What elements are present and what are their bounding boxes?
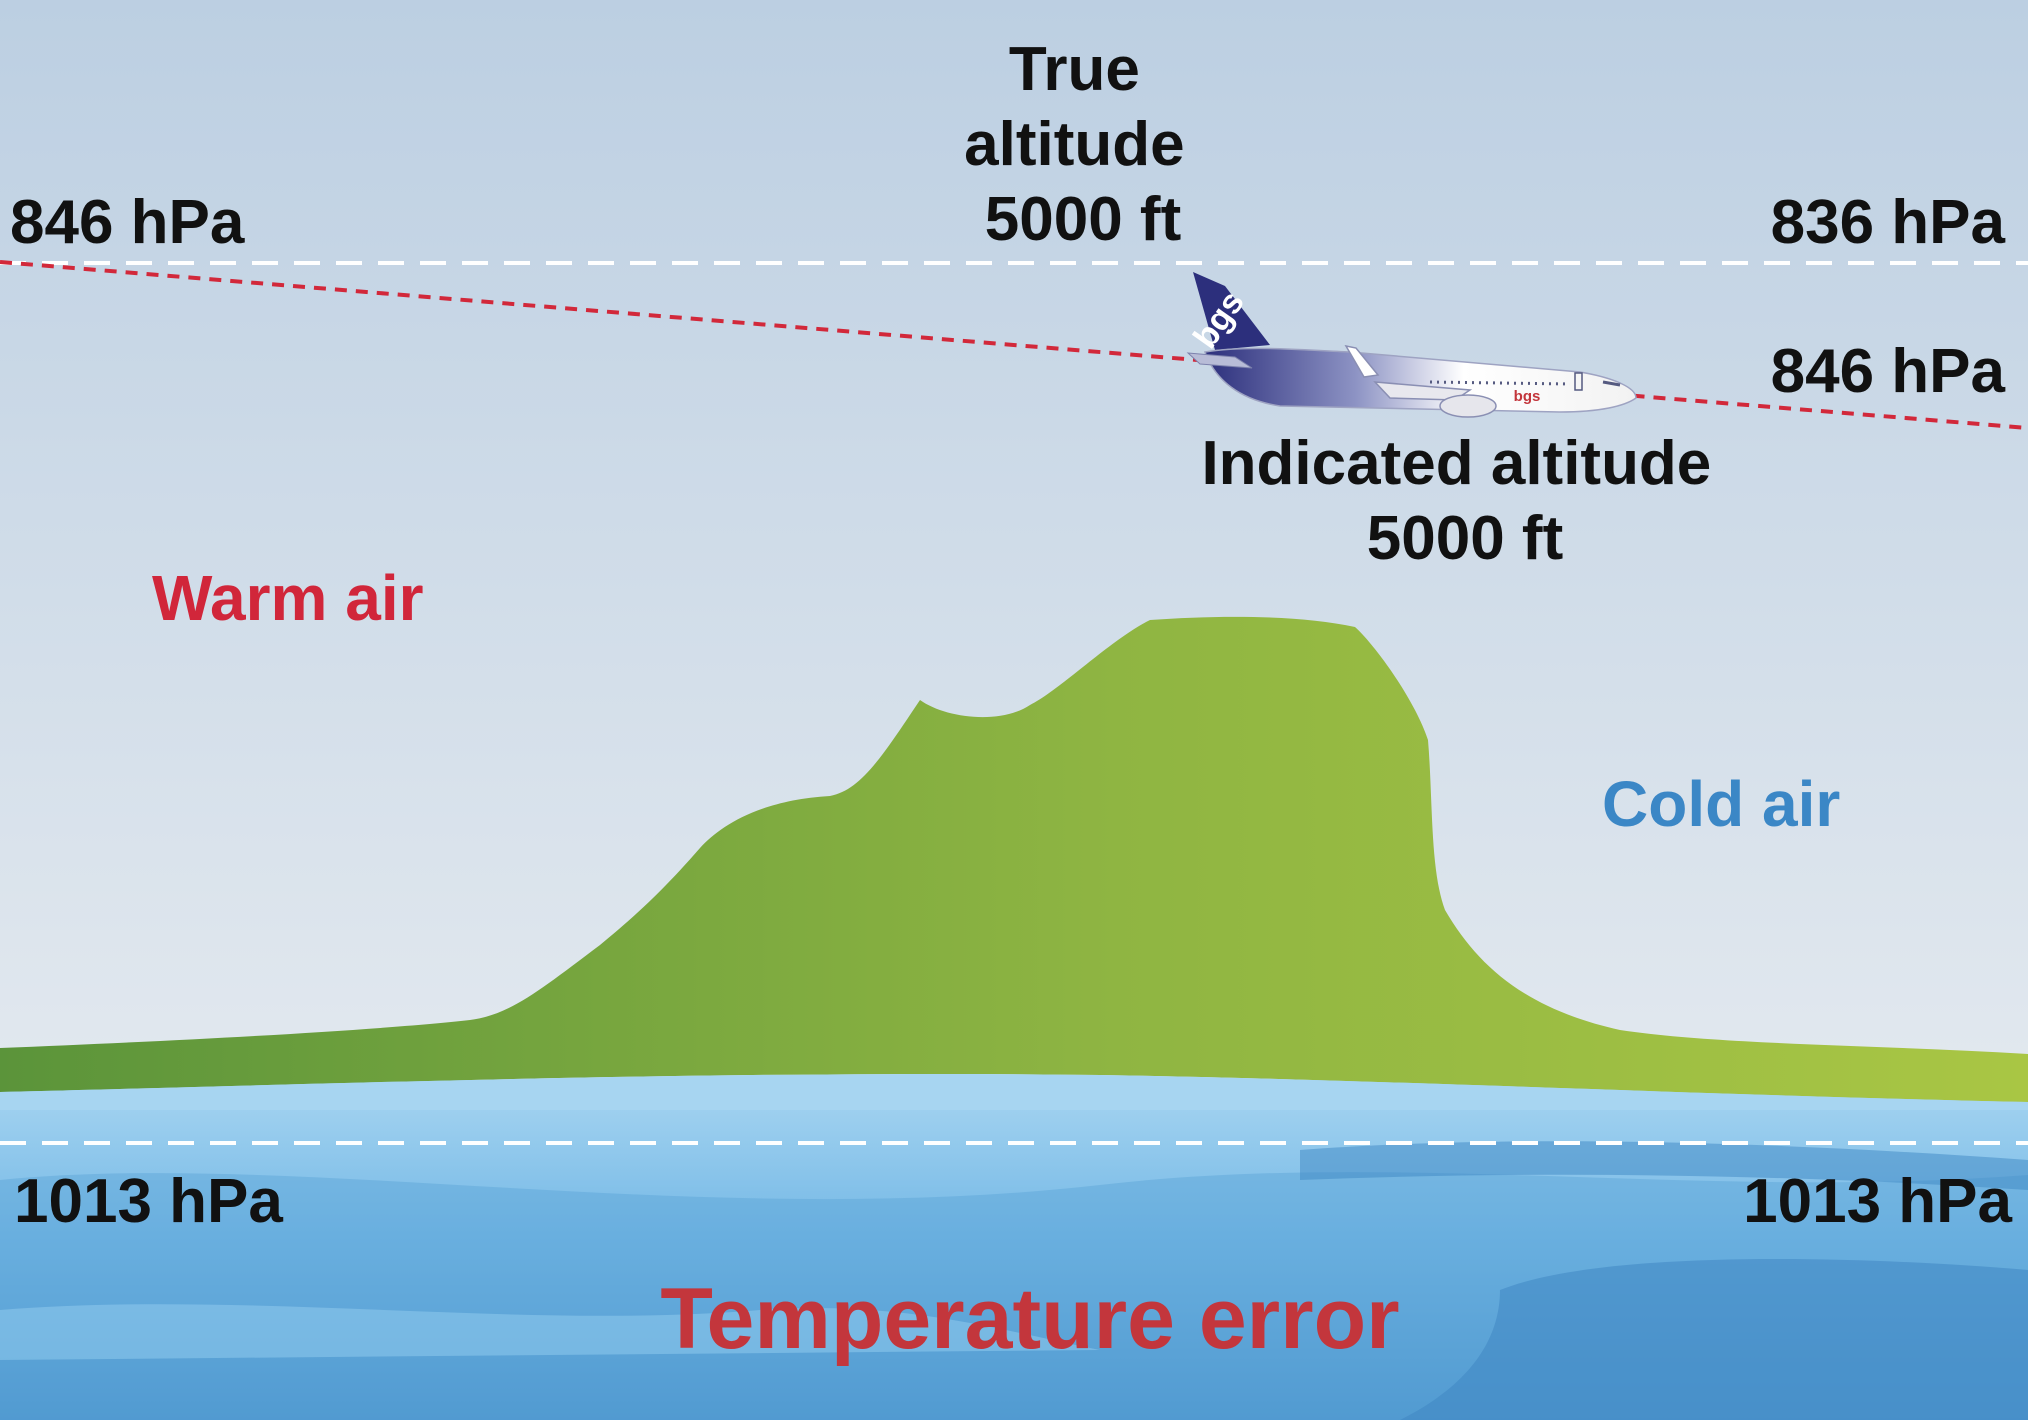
true-altitude-line-1: True <box>1009 35 1140 104</box>
aircraft-cockpit <box>1602 380 1621 387</box>
mountain <box>0 616 2028 1102</box>
indicated-altitude-line-2: 5000 ft <box>1367 504 1563 573</box>
right-sea-pressure: 1013 hPa <box>1743 1167 2012 1236</box>
aircraft-tail <box>1193 272 1270 350</box>
left-sea-pressure: 1013 hPa <box>14 1167 283 1236</box>
isobar-tilted <box>0 260 2028 430</box>
true-altitude-line-2: altitude <box>964 110 1184 179</box>
aircraft-stabilizer <box>1186 352 1253 369</box>
indicated-altitude-line-1: Indicated altitude <box>1201 429 1711 498</box>
aircraft-winglet <box>1344 344 1380 378</box>
sea <box>0 1080 2028 1420</box>
diagram-caption: Temperature error <box>660 1271 1399 1367</box>
indicated-altitude-label: Indicated altitude 5000 ft <box>1201 429 1728 573</box>
true-altitude-label: True altitude 5000 ft <box>964 35 1202 254</box>
warm-air-label: Warm air <box>152 562 424 634</box>
coastline <box>0 1073 2028 1110</box>
true-altitude-line-3: 5000 ft <box>985 185 1181 254</box>
left-upper-pressure: 846 hPa <box>10 188 245 257</box>
aircraft-engine <box>1439 394 1497 418</box>
aircraft-fuselage <box>1203 347 1637 413</box>
aircraft-door <box>1574 372 1583 391</box>
airline-logo-fuselage: bgs <box>1514 388 1541 405</box>
aircraft-windows <box>1429 380 1571 386</box>
right-lower-pressure: 846 hPa <box>1771 337 2006 406</box>
cold-air-label: Cold air <box>1602 768 1840 840</box>
right-upper-pressure: 836 hPa <box>1771 188 2006 257</box>
aircraft: bgs bgs <box>1186 272 1637 418</box>
